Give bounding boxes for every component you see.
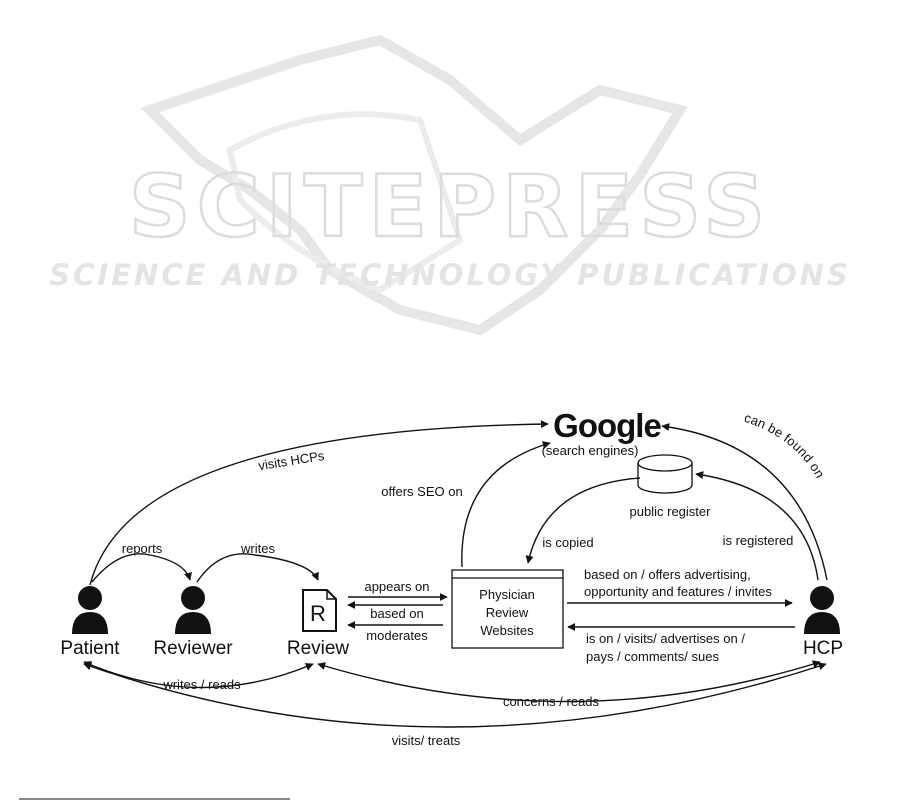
- edge-writes-reads: [83, 661, 314, 689]
- hcp-icon: [804, 586, 840, 634]
- label-based-on: based on: [370, 606, 424, 621]
- label-offers-seo: offers SEO on: [381, 484, 462, 499]
- label-reports: reports: [122, 541, 163, 556]
- reviewer-label: Reviewer: [153, 638, 233, 659]
- label-appears-on: appears on: [364, 579, 429, 594]
- edge-offers-seo: [461, 441, 551, 568]
- edge-concerns-reads: [317, 660, 821, 703]
- patient-icon: [72, 586, 108, 634]
- label-writes: writes: [240, 541, 275, 556]
- label-concerns-reads: concerns / reads: [503, 694, 600, 709]
- edge-writes: [196, 553, 319, 583]
- reviewer-icon: [175, 586, 211, 634]
- label-hcp-to-prw-1: is on / visits/ advertises on /: [586, 631, 745, 646]
- review-doc-letter: R: [310, 601, 326, 626]
- edge-is-registered: [695, 471, 819, 581]
- hcp-label: HCP: [803, 638, 843, 659]
- edge-visits-hcps: [89, 420, 549, 586]
- label-prw-to-hcp-1: based on / offers advertising,: [584, 567, 751, 582]
- edge-is-copied: [525, 477, 641, 564]
- label-moderates: moderates: [366, 628, 428, 643]
- label-prw-to-hcp-2: opportunity and features / invites: [584, 584, 772, 599]
- watermark-page-icon: [226, 111, 464, 294]
- physician-review-websites-box: Physician Review Websites: [451, 569, 564, 649]
- prw-line-1: Physician: [479, 587, 535, 602]
- google-logo: Google: [553, 407, 661, 444]
- label-hcp-to-prw-2: pays / comments/ sues: [586, 649, 719, 664]
- google-subtitle: (search engines): [542, 443, 639, 458]
- watermark: SCITEPRESS SCIENCE AND TECHNOLOGY PUBLIC…: [49, 34, 851, 336]
- edge-reports: [91, 553, 192, 583]
- prw-line-3: Websites: [480, 623, 534, 638]
- review-document-icon: R: [302, 589, 337, 632]
- label-visits-treats: visits/ treats: [392, 733, 461, 748]
- public-register-label: public register: [630, 504, 712, 519]
- label-visits-hcps: visits HCPs: [257, 448, 325, 473]
- label-writes-reads: writes / reads: [162, 677, 241, 692]
- public-register-icon: [637, 454, 693, 494]
- review-label: Review: [287, 638, 350, 659]
- watermark-title: SCITEPRESS: [129, 157, 771, 257]
- prw-line-2: Review: [486, 605, 529, 620]
- watermark-book-icon: [140, 34, 688, 336]
- label-is-copied: is copied: [542, 535, 593, 550]
- watermark-subtitle: SCIENCE AND TECHNOLOGY PUBLICATIONS: [49, 258, 851, 292]
- label-is-registered: is registered: [723, 533, 794, 548]
- patient-label: Patient: [60, 638, 120, 659]
- edge-visits-treats: [83, 662, 827, 728]
- label-can-be-found-on: can be found on: [742, 410, 827, 481]
- edge-can-be-found-on: [661, 423, 828, 581]
